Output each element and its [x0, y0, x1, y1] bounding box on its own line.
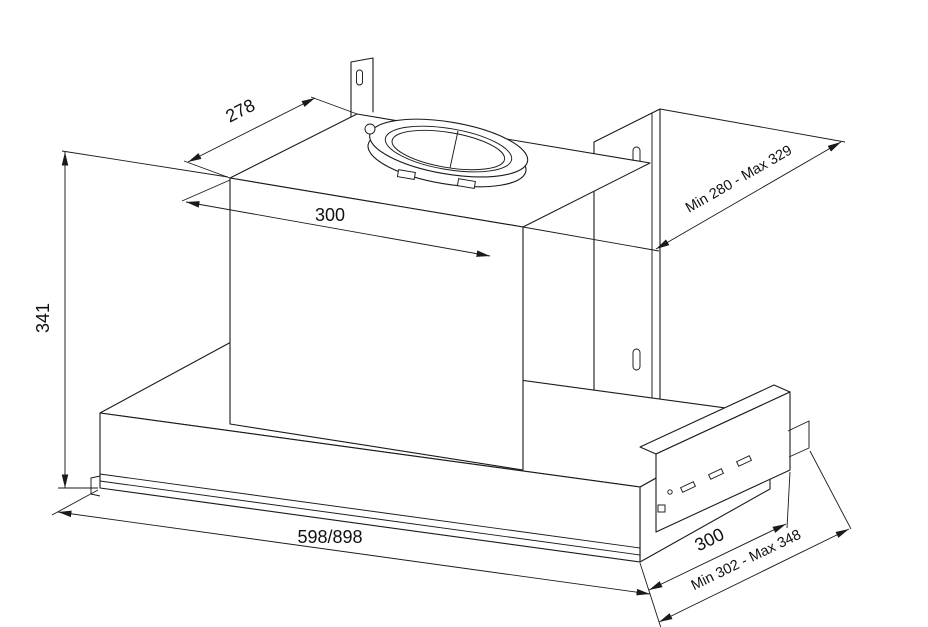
exhaust-collar [364, 118, 529, 189]
rear-tab-slot [356, 69, 363, 86]
collar-opening [391, 129, 506, 171]
dim-lower-range-extension-line [809, 450, 852, 530]
dim-body-width-label: 598/898 [297, 527, 362, 547]
dimension-body-width: 598/898 [51, 489, 662, 627]
bracket-round-hole [667, 489, 673, 495]
dim-height-label: 341 [33, 303, 53, 333]
rear-mounting-plate [593, 108, 661, 406]
top-face-cutout-right [456, 178, 476, 189]
dim-body-width-line [57, 510, 651, 596]
visor-left-notch [90, 475, 101, 497]
bracket-square-hole [657, 504, 666, 513]
top-face-cutout-left [396, 169, 416, 180]
dim-lower-range-line [658, 528, 850, 623]
dim-top-depth-extension-lines [183, 96, 358, 179]
bracket-slot-3 [735, 455, 753, 467]
dim-top-width-label: 300 [315, 205, 345, 225]
dim-upper-range-label: Min 280 - Max 329 [683, 143, 795, 217]
dim-top-width-line [185, 201, 491, 257]
dim-upper-range-extension-lines [522, 108, 846, 252]
rear-plate-body [593, 108, 661, 406]
rear-tab-outline [350, 57, 374, 118]
rear-plate-slot-lower [632, 348, 641, 371]
bracket-slot-1 [679, 481, 697, 493]
collar-knob [364, 123, 376, 135]
dim-bracket-depth-extension-line [786, 471, 791, 529]
bracket-end-step [787, 420, 810, 458]
dimension-height: 341 [33, 150, 229, 489]
bracket-slot-2 [707, 468, 725, 480]
dim-top-depth-label: 278 [222, 95, 258, 126]
blower-front-face [229, 177, 524, 471]
bracket-side-face [655, 391, 791, 533]
collar-inner-ring [384, 125, 513, 173]
dim-top-depth-line [187, 97, 316, 163]
dim-upper-range-line [655, 141, 842, 250]
dim-top-width-extension-line [181, 179, 231, 202]
collar-upper-rim [369, 118, 529, 178]
telescopic-bracket [639, 384, 810, 533]
damper-divider-line [449, 130, 459, 169]
dimension-top-width: 300 [181, 179, 491, 257]
rear-mounting-tab [350, 57, 374, 118]
